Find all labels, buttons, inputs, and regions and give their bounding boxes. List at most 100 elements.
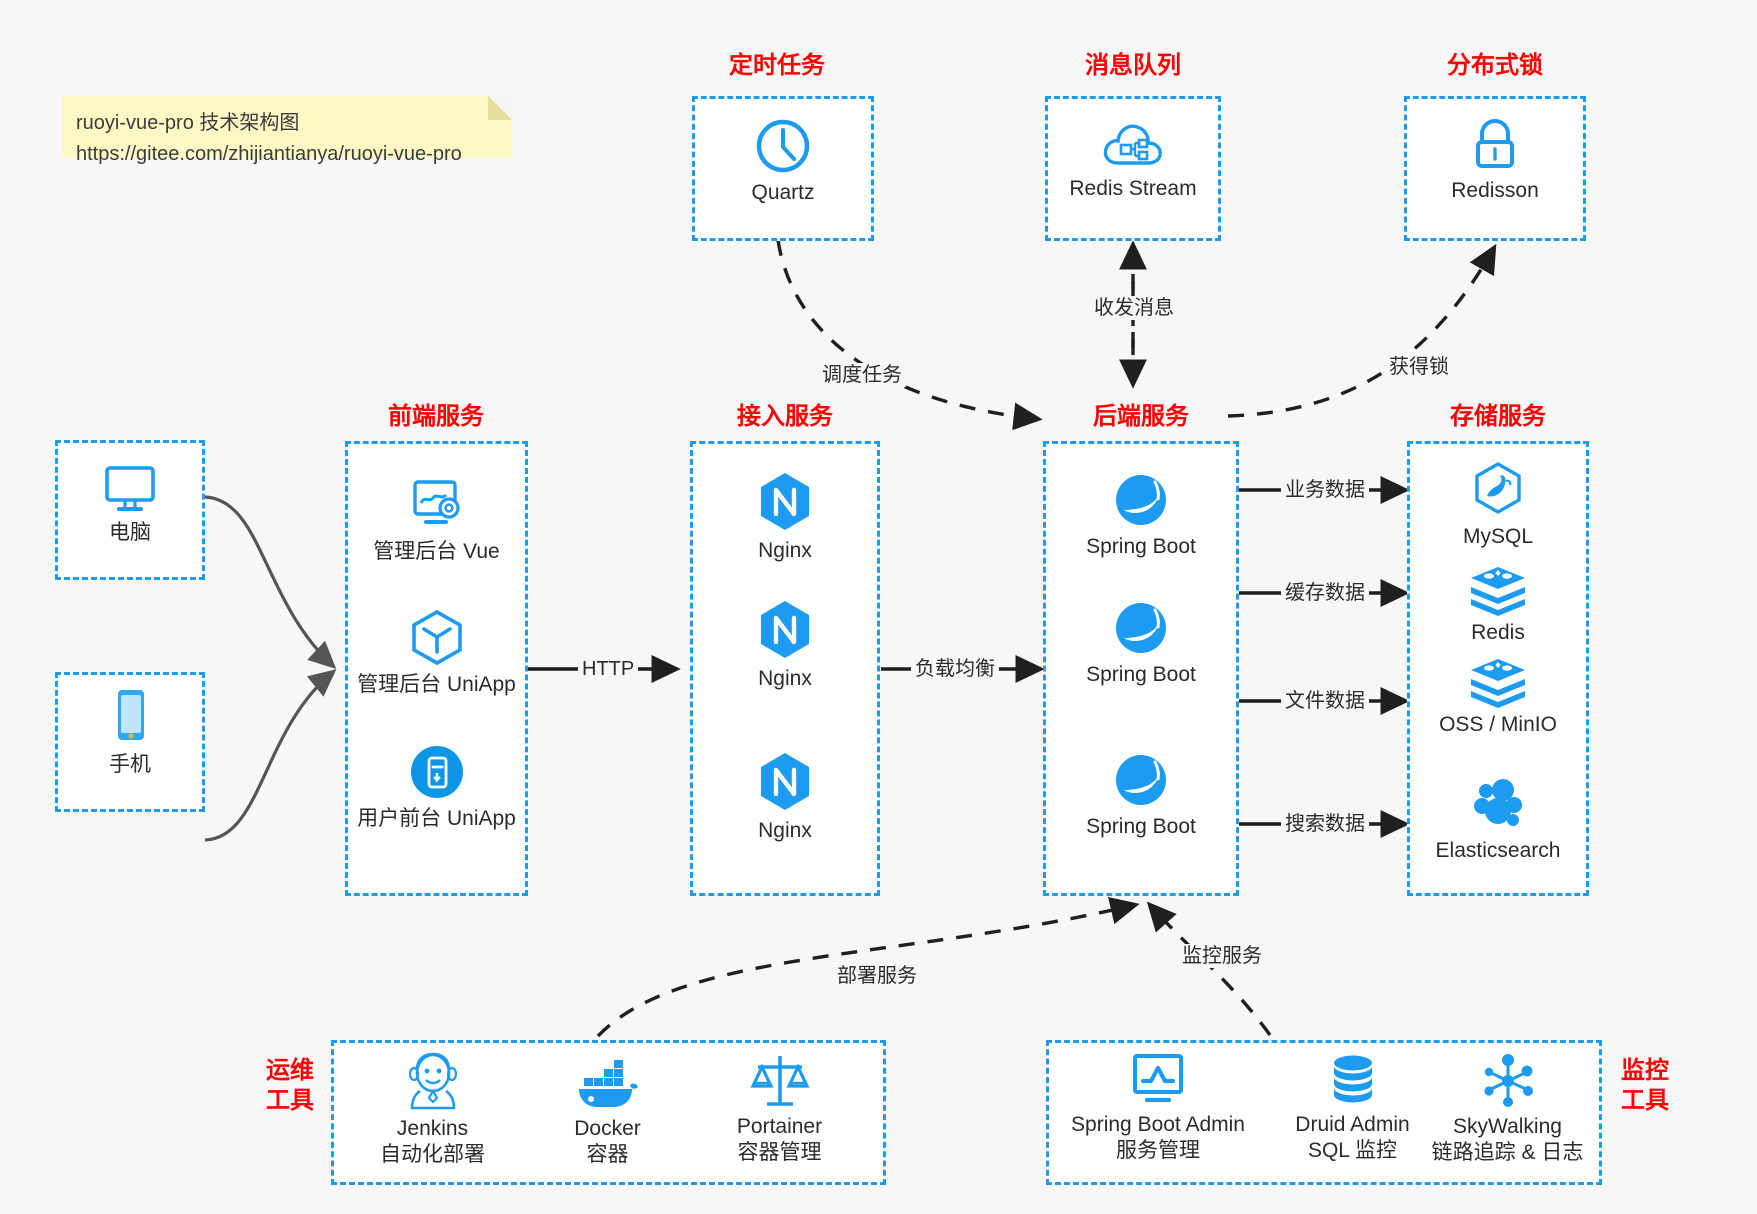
edge-label-filedata: 文件数据 xyxy=(1281,689,1369,713)
jenkins-butler-icon xyxy=(408,1052,457,1110)
group-title-lock: 分布式锁 xyxy=(1447,52,1543,79)
group-title-backend: 后端服务 xyxy=(1093,403,1189,430)
node-redisson[interactable]: Redisson xyxy=(1404,116,1586,204)
group-title-schedule: 定时任务 xyxy=(729,52,825,79)
node-spring-boot-1[interactable]: Spring Boot xyxy=(1043,470,1239,560)
cloud-stream-icon xyxy=(1103,124,1162,165)
node-label: Redisson xyxy=(1451,179,1539,202)
node-spring-boot-3[interactable]: Spring Boot xyxy=(1043,750,1239,840)
node-phone[interactable]: 手机 xyxy=(55,686,205,778)
group-box-frontend[interactable] xyxy=(345,441,528,896)
edge-pc-to-frontend xyxy=(204,495,337,670)
node-label: Jenkins xyxy=(396,1117,469,1140)
monitoring-title-line1: 监控 xyxy=(1621,1057,1669,1084)
node-label: Quartz xyxy=(751,181,815,204)
edge-label-deploy: 部署服务 xyxy=(833,964,921,988)
node-redis-stream[interactable]: Redis Stream xyxy=(1045,118,1221,202)
monitor-chart-icon xyxy=(1133,1054,1183,1103)
note-title: ruoyi-vue-pro 技术架构图 xyxy=(76,112,300,134)
node-pc[interactable]: 电脑 xyxy=(55,460,205,546)
node-skywalking[interactable]: SkyWalking 链路追踪 & 日志 xyxy=(1420,1052,1595,1166)
monitoring-title-line2: 工具 xyxy=(1621,1087,1669,1114)
clock-icon xyxy=(756,119,810,173)
node-label: Nginx xyxy=(758,819,812,842)
node-oss-minio[interactable]: OSS / MinIO xyxy=(1407,656,1589,738)
node-nginx-2[interactable]: Nginx xyxy=(690,598,880,692)
devops-title-line1: 运维 xyxy=(266,1057,314,1084)
node-quartz[interactable]: Quartz xyxy=(692,116,874,206)
node-label: Spring Boot xyxy=(1086,535,1196,558)
node-label: Spring Boot xyxy=(1086,815,1196,838)
node-label: Elasticsearch xyxy=(1435,839,1561,862)
padlock-icon xyxy=(1476,119,1514,168)
node-jenkins[interactable]: Jenkins 自动化部署 xyxy=(345,1050,520,1168)
edge-label-cachedata: 缓存数据 xyxy=(1281,581,1369,605)
docker-whale-icon xyxy=(578,1060,638,1107)
sticky-note: ruoyi-vue-pro 技术架构图 https://gitee.com/zh… xyxy=(62,96,512,165)
elasticsearch-icon xyxy=(1474,779,1522,826)
node-label: Spring Boot xyxy=(1086,663,1196,686)
group-title-monitoring: 监控 工具 xyxy=(1610,1056,1680,1116)
node-spring-boot-admin[interactable]: Spring Boot Admin 服务管理 xyxy=(1058,1050,1258,1164)
edge-phone-to-frontend xyxy=(204,669,337,842)
node-label: 管理后台 Vue xyxy=(373,540,500,563)
node-label: Spring Boot Admin xyxy=(1071,1113,1245,1136)
node-mysql[interactable]: MySQL xyxy=(1407,460,1589,550)
group-title-storage: 存储服务 xyxy=(1450,403,1546,430)
edge-label-http: HTTP xyxy=(578,657,639,681)
note-url: https://gitee.com/zhijiantianya/ruoyi-vu… xyxy=(76,143,462,165)
node-label: SkyWalking xyxy=(1453,1115,1562,1138)
edge-acquire-lock xyxy=(1227,243,1497,418)
edge-label-monitor: 监控服务 xyxy=(1178,944,1266,968)
node-druid-admin[interactable]: Druid Admin SQL 监控 xyxy=(1265,1052,1440,1164)
devops-title-line2: 工具 xyxy=(266,1087,314,1114)
mobile-phone-icon xyxy=(118,690,144,740)
node-sublabel: SQL 监控 xyxy=(1307,1139,1398,1162)
node-nginx-3[interactable]: Nginx xyxy=(690,750,880,844)
node-admin-vue[interactable]: 管理后台 Vue xyxy=(345,473,528,565)
cube-icon xyxy=(411,609,462,666)
spring-boot-icon xyxy=(1116,755,1166,805)
group-title-gateway: 接入服务 xyxy=(737,403,833,430)
node-portainer[interactable]: Portainer 容器管理 xyxy=(692,1052,867,1166)
node-sublabel: 服务管理 xyxy=(1116,1139,1200,1162)
node-sublabel: 自动化部署 xyxy=(380,1143,485,1166)
node-label: 用户前台 UniApp xyxy=(357,807,516,830)
group-box-devops[interactable] xyxy=(331,1040,886,1185)
mysql-dolphin-icon xyxy=(1475,462,1521,514)
group-box-mq[interactable] xyxy=(1045,96,1221,241)
dashboard-gear-icon xyxy=(412,480,460,524)
edge-label-lock: 获得锁 xyxy=(1385,355,1453,379)
edge-schedule-task xyxy=(776,239,1043,431)
node-elasticsearch[interactable]: Elasticsearch xyxy=(1407,778,1589,864)
node-admin-uniapp[interactable]: 管理后台 UniApp xyxy=(345,606,528,698)
spring-boot-icon xyxy=(1116,603,1166,653)
node-spring-boot-2[interactable]: Spring Boot xyxy=(1043,598,1239,688)
nginx-icon xyxy=(761,601,809,658)
node-docker[interactable]: Docker 容器 xyxy=(520,1058,695,1168)
node-label: Redis xyxy=(1471,621,1525,644)
group-title-mq: 消息队列 xyxy=(1085,52,1181,79)
node-nginx-1[interactable]: Nginx xyxy=(690,470,880,564)
spring-boot-icon xyxy=(1116,475,1166,525)
nginx-icon xyxy=(761,753,809,810)
node-label: OSS / MinIO xyxy=(1439,713,1557,736)
mobile-app-icon xyxy=(410,746,463,798)
node-label: 管理后台 UniApp xyxy=(357,673,516,696)
network-nodes-icon xyxy=(1483,1054,1533,1107)
node-redis[interactable]: Redis xyxy=(1407,564,1589,646)
edge-monitor-service xyxy=(1146,901,1272,1037)
note-fold-corner xyxy=(488,96,512,120)
edge-label-schedule: 调度任务 xyxy=(818,363,906,387)
node-sublabel: 容器 xyxy=(586,1143,629,1166)
redis-stack-icon xyxy=(1471,659,1525,708)
node-label: 电脑 xyxy=(109,521,151,544)
node-label: Nginx xyxy=(758,667,812,690)
desktop-monitor-icon xyxy=(105,466,155,511)
scales-balance-icon xyxy=(749,1056,810,1106)
node-user-uniapp[interactable]: 用户前台 UniApp xyxy=(345,742,528,832)
edge-label-loadbalance: 负载均衡 xyxy=(911,657,999,681)
node-label: Nginx xyxy=(758,539,812,562)
node-label: MySQL xyxy=(1462,525,1533,548)
